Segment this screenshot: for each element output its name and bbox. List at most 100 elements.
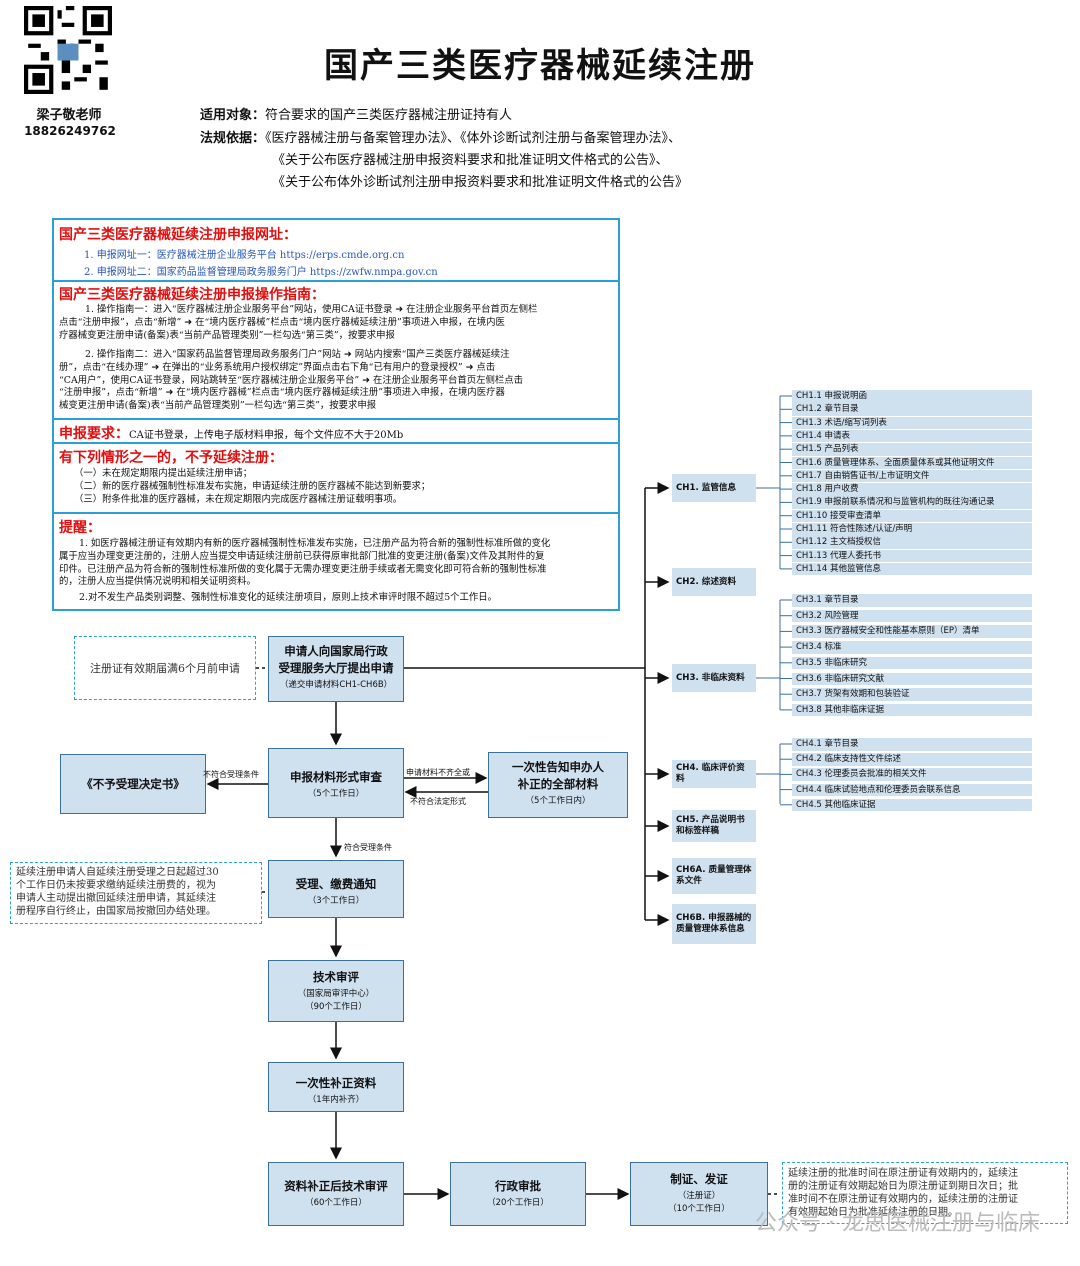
ch-item: CH1.9 申报前联系情况和与监管机构的既往沟通记录 xyxy=(792,496,1032,509)
ch-item: CH4.5 其他临床证据 xyxy=(792,798,1032,812)
issue-cert-step: 制证、发证 （注册证） （10个工作日） xyxy=(630,1162,768,1226)
basis-line: 《关于公布医疗器械注册申报资料要求和批准证明文件格式的公告》、 xyxy=(272,153,669,168)
ch-item: CH3.3 医疗器械安全和性能基本原则（EP）清单 xyxy=(792,625,1032,638)
url-link-1[interactable]: 1. 申报网址一：医疗器械注册企业服务平台 https://erps.cmde.… xyxy=(84,250,405,261)
validity-note-line: 有效期起始日为批准延续注册的日期。 xyxy=(788,1207,958,1218)
condition-item: （三）附条件批准的医疗器械，未在规定期限内完成医疗器械注册证载明事项。 xyxy=(74,493,403,505)
ch-group-ch6b: CH6B. 申报器械的质量管理体系信息 xyxy=(672,904,756,944)
issue-sub: （10个工作日） xyxy=(668,1204,730,1214)
guide-line: 点击“注册申报”，点击“新增” ➜ 在“境内医疗器械”栏点击“境内医疗器械延续注… xyxy=(59,316,505,328)
ch-group-ch3: CH3. 非临床资料 xyxy=(672,664,756,692)
ch-item: CH1.6 质量管理体系、全面质量体系或其他证明文件 xyxy=(792,456,1032,469)
guide-line: “注册申报”，点击“新增” ➜ 在“境内医疗器械”栏点击“境内医疗器械延续注册”… xyxy=(59,387,505,399)
apply-title: 受理服务大厅提出申请 xyxy=(278,661,394,675)
review-sub: （5个工作日） xyxy=(307,789,365,799)
basis-row: 法规依据：《医疗器械注册与备案管理办法》、《体外诊断试剂注册与备案管理办法》、 xyxy=(200,127,681,146)
target-label: 适用对象： xyxy=(200,108,266,123)
guide-line: “CA用户”，使用CA证书登录，网站跳转至“医疗器械注册企业服务平台” ➜ 在注… xyxy=(59,374,524,386)
retech-sub: （60个工作日） xyxy=(305,1198,367,1208)
basis-label: 法规依据： xyxy=(200,131,266,146)
retech-title: 资料补正后技术审评 xyxy=(284,1179,388,1193)
target-text: 符合要求的国产三类医疗器械注册证持有人 xyxy=(265,108,513,123)
ch-item: CH4.1 章节目录 xyxy=(792,738,1032,751)
fee-note: 延续注册申请人自延续注册受理之日起超过30 个工作日仍未按要求缴纳延续注册费的，… xyxy=(10,862,262,924)
tip-heading: 提醒： xyxy=(59,520,101,536)
requirement-text: CA证书登录，上传电子版材料申报，每个文件应不大于20Mb xyxy=(129,430,404,441)
guide-line: 2. 操作指南二：进入“国家药品监督管理局政务服务门户”网站 ➜ 网站内搜索“国… xyxy=(85,349,510,360)
basis-line: 《医疗器械注册与备案管理办法》、《体外诊断试剂注册与备案管理办法》、 xyxy=(265,131,682,146)
reject-step: 《不予受理决定书》 xyxy=(60,754,206,814)
validity-note-line: 准时间不在原注册证有效期内的，延续注册的注册证 xyxy=(788,1194,1018,1205)
ch-item: CH3.6 非临床研究文献 xyxy=(792,672,1032,685)
fee-note-line: 申请人主动提出撤回延续注册申请，其延续注 xyxy=(16,893,216,904)
supplement-notice-step: 一次性告知申办人 补正的全部材料 （5个工作日内） xyxy=(488,752,628,818)
ch-group-ch1: CH1. 监管信息 xyxy=(672,474,756,502)
reject-label: 不符合受理条件 xyxy=(203,770,259,779)
review-title: 申报材料形式审查 xyxy=(290,770,382,784)
ch-item: CH1.5 产品列表 xyxy=(792,443,1032,456)
admin-title: 行政审批 xyxy=(495,1179,541,1193)
ch-item: CH3.1 章节目录 xyxy=(792,594,1032,607)
supp-sub: （5个工作日内） xyxy=(525,796,591,806)
tip-two: 2.对不发生产品类别调整、强制性标准变化的延续注册项目，原则上技术审评时限不超过… xyxy=(79,592,498,603)
fee-sub: （3个工作日） xyxy=(307,896,365,906)
apply-step: 申请人向国家局行政 受理服务大厅提出申请 （递交申请材料CH1-CH6B） xyxy=(268,636,404,702)
once-title: 一次性补正资料 xyxy=(295,1076,377,1090)
ch-group-ch4: CH4. 临床评价资料 xyxy=(672,760,756,788)
guide-line: 械变更注册申请(备案)表“当前产品管理类别”一栏勾选“第三类”，按要求申报 xyxy=(59,400,377,412)
divider xyxy=(54,442,618,444)
condition-item: （一）未在规定期限内提出延续注册申请； xyxy=(74,468,253,479)
ch-item: CH1.2 章节目录 xyxy=(792,403,1032,416)
fee-step: 受理、缴费通知 （3个工作日） xyxy=(268,860,404,918)
target-row: 适用对象：符合要求的国产三类医疗器械注册证持有人 xyxy=(200,104,512,123)
tip-line: 印件。已注册产品为符合新的强制性标准所做的变化属于无需办理变更注册手续或者无需变… xyxy=(59,563,547,575)
apply-timing-note: 注册证有效期届满6个月前申请 xyxy=(74,636,256,700)
fee-title: 受理、缴费通知 xyxy=(295,877,377,891)
tech-title: 技术审评 xyxy=(313,970,359,984)
condition-item: （二）新的医疗器械强制性标准发布实施，申请延续注册的医疗器械不能达到新要求； xyxy=(74,480,431,492)
basis-line: 《关于公布体外诊断试剂注册申报资料要求和批准证明文件格式的公告》 xyxy=(272,175,689,190)
requirement-heading: 申报要求： xyxy=(59,426,129,442)
validity-note: 延续注册的批准时间在原注册证有效期内的，延续注 册的注册证有效期起始日为原注册证… xyxy=(782,1162,1068,1224)
supp-label: 不符合法定形式 xyxy=(410,797,466,806)
ch-item: CH1.13 代理人委托书 xyxy=(792,549,1032,563)
requirement-row: 申报要求：CA证书登录，上传电子版材料申报，每个文件应不大于20Mb xyxy=(59,423,403,443)
apply-sub: （递交申请材料CH1-CH6B） xyxy=(279,680,393,690)
issue-title: 制证、发证 xyxy=(670,1172,728,1186)
info-panel: 国产三类医疗器械延续注册申报网址： 1. 申报网址一：医疗器械注册企业服务平台 … xyxy=(52,218,620,611)
divider xyxy=(54,280,618,282)
guide-line: 1. 操作指南一：进入“医疗器械注册企业服务平台”网站，使用CA证书登录 ➜ 在… xyxy=(85,304,538,315)
ch-item: CH1.10 接受审查清单 xyxy=(792,509,1032,523)
fee-note-line: 延续注册申请人自延续注册受理之日起超过30 xyxy=(16,867,219,878)
tech-review-step: 技术审评 （国家局审评中心） （90个工作日） xyxy=(268,960,404,1022)
fee-note-line: 个工作日仍未按要求缴纳延续注册费的，视为 xyxy=(16,880,216,891)
ch-group-ch6a: CH6A. 质量管理体系文件 xyxy=(672,858,756,894)
url-link-2[interactable]: 2. 申报网址二：国家药品监督管理局政务服务门户 https://zwfw.nm… xyxy=(84,267,438,278)
tip-one: 1. 如医疗器械注册证有效期内有新的医疗器械强制性标准发布实施，已注册产品为符合… xyxy=(59,538,619,589)
tech-sub: （国家局审评中心） xyxy=(297,989,375,999)
ch-item: CH1.12 主文档授权信 xyxy=(792,536,1032,549)
validity-note-line: 延续注册的批准时间在原注册证有效期内的，延续注 xyxy=(788,1168,1018,1179)
ch-item: CH4.2 临床支持性文件综述 xyxy=(792,753,1032,766)
watermark-text: 公众号 · 龙思医械注册与临床 xyxy=(755,1211,1040,1236)
ch-item: CH1.1 申报说明函 xyxy=(792,390,1032,403)
ch-item: CH1.7 自由销售证书/上市证明文件 xyxy=(792,469,1032,483)
ch-item: CH1.4 申请表 xyxy=(792,429,1032,443)
one-time-supplement-step: 一次性补正资料 （1年内补齐） xyxy=(268,1062,404,1112)
ch-item: CH1.14 其他监管信息 xyxy=(792,562,1032,576)
guide-heading: 国产三类医疗器械延续注册申报操作指南： xyxy=(59,287,325,303)
issue-sub: （注册证） xyxy=(677,1191,721,1201)
divider xyxy=(54,512,618,514)
admin-approval-step: 行政审批 （20个工作日） xyxy=(450,1162,586,1226)
conditions-list: （一）未在规定期限内提出延续注册申请； （二）新的医疗器械强制性标准发布实施，申… xyxy=(74,468,614,506)
ch-item: CH1.8 用户收费 xyxy=(792,483,1032,496)
page-title: 国产三类医疗器械延续注册 xyxy=(324,46,756,86)
accept-label: 符合受理条件 xyxy=(344,843,392,852)
reject-title: 《不予受理决定书》 xyxy=(81,777,185,791)
tip-line: 属于应当办理变更注册的，注册人应当提交申请延续注册前已获得原审批部门批准的变更注… xyxy=(59,550,545,562)
ch-item: CH3.7 货架有效期和包装验证 xyxy=(792,688,1032,701)
re-review-step: 资料补正后技术审评 （60个工作日） xyxy=(268,1162,404,1226)
validity-note-line: 册的注册证有效期起始日为原注册证到期日次日；批 xyxy=(788,1181,1018,1192)
teacher-phone: 18826249762 xyxy=(24,124,116,138)
